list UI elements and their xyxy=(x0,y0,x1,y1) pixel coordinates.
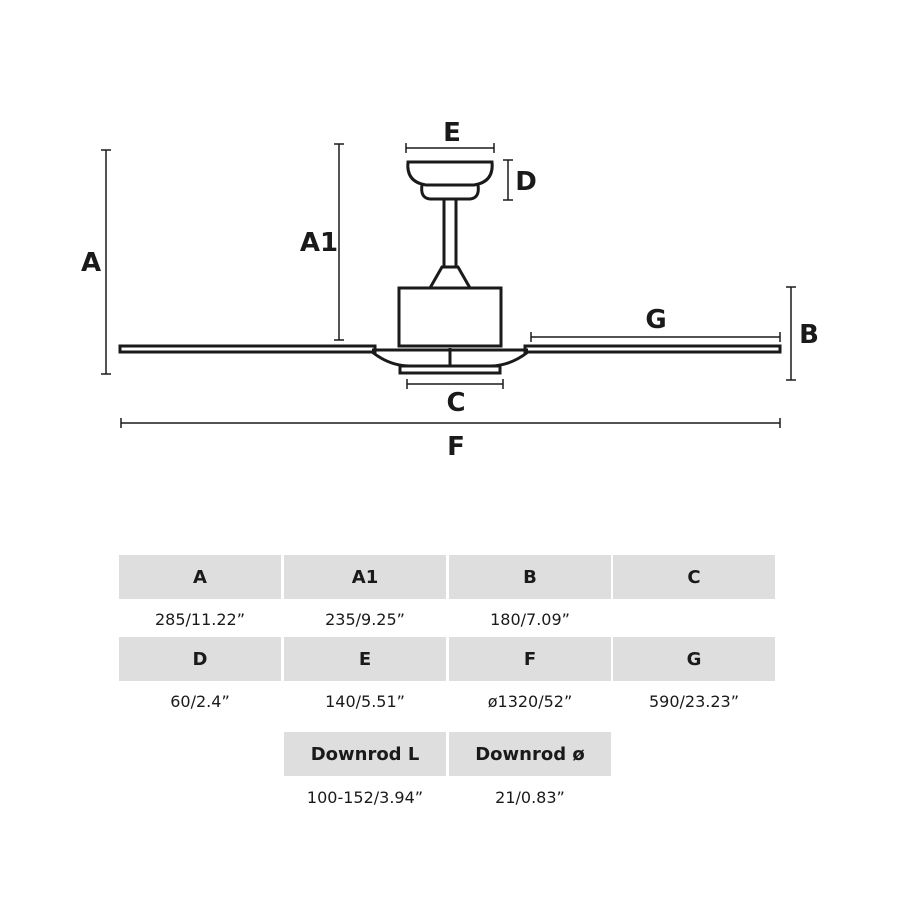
label-c: C xyxy=(446,388,465,418)
fan-lower-housing xyxy=(371,348,529,375)
dimension-line-d xyxy=(503,159,513,201)
dimension-line-a xyxy=(101,149,111,375)
dimension-line-c xyxy=(406,379,504,389)
spec-header-g: G xyxy=(613,637,775,681)
spec-header-e: E xyxy=(284,637,446,681)
label-b: B xyxy=(799,320,819,350)
spec-value-d: 60/2.4” xyxy=(170,691,230,711)
spec-header-b: B xyxy=(449,555,611,599)
dimension-line-f xyxy=(120,418,781,428)
fan-dimension-diagram: A A1 E D G B C F xyxy=(81,118,819,462)
spec-value-e: 140/5.51” xyxy=(325,691,405,711)
spec-value-a1: 235/9.25” xyxy=(325,609,405,629)
spec-header-c: C xyxy=(613,555,775,599)
label-a1: A1 xyxy=(300,228,338,258)
spec-value-c xyxy=(613,605,775,633)
spec-header-d: D xyxy=(119,637,281,681)
dimension-line-b xyxy=(786,286,796,381)
spec-header-downrod-length: Downrod L xyxy=(284,732,446,776)
fan-motor-housing xyxy=(397,286,503,348)
label-f: F xyxy=(447,432,465,462)
spec-value-f: ø1320/52” xyxy=(487,691,573,711)
spec-value-downrod-diameter: 21/0.83” xyxy=(495,787,565,807)
spec-value-b: 180/7.09” xyxy=(490,609,570,629)
spec-value-downrod-length: 100-152/3.94” xyxy=(306,787,424,807)
spec-value-a: 285/11.22” xyxy=(154,609,246,629)
label-e: E xyxy=(443,118,461,148)
dimension-line-e xyxy=(405,143,495,153)
label-g: G xyxy=(645,305,666,335)
dimension-line-g xyxy=(530,332,781,342)
dimension-line-a1 xyxy=(334,143,344,341)
spec-value-g: 590/23.23” xyxy=(648,691,740,711)
spec-header-a1: A1 xyxy=(284,555,446,599)
spec-header-a: A xyxy=(119,555,281,599)
label-a: A xyxy=(81,248,101,278)
spec-header-downrod-diameter: Downrod ø xyxy=(449,732,611,776)
label-d: D xyxy=(515,167,537,197)
spec-header-f: F xyxy=(449,637,611,681)
